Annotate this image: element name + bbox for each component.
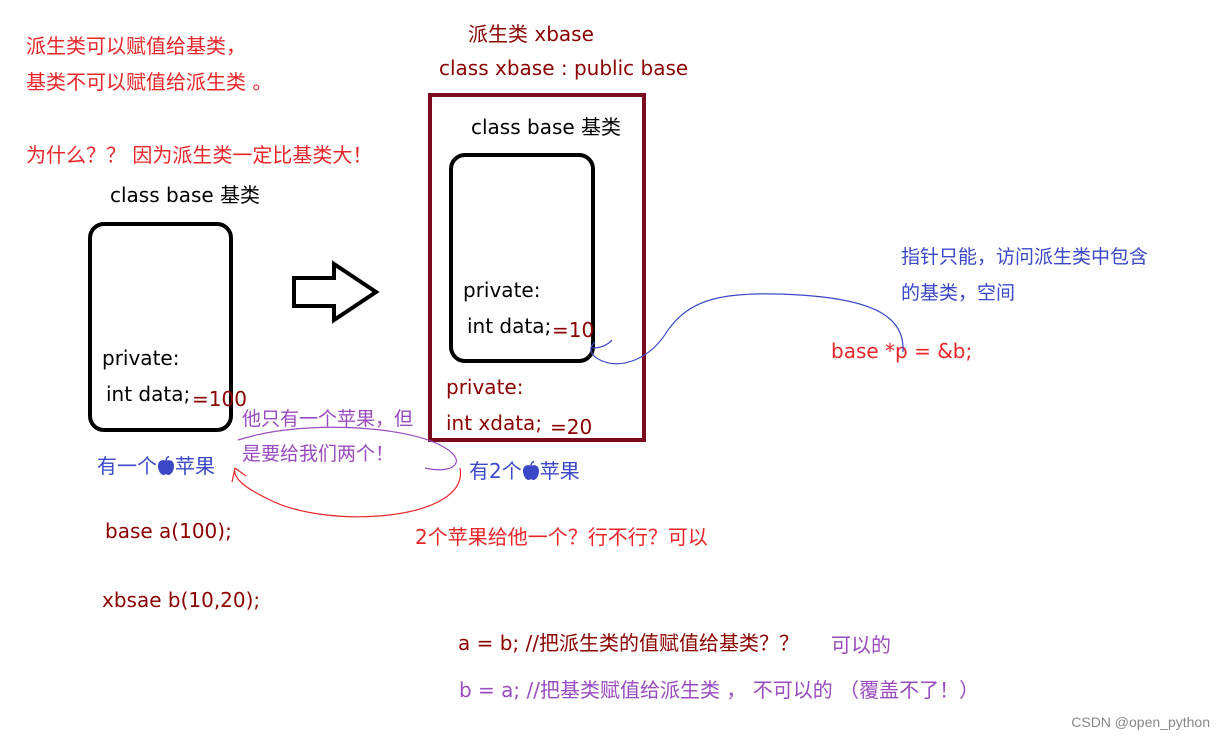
left-apple-caption: 有一个苹果 (97, 454, 215, 478)
dialog-question: 2个苹果给他一个？行不行？可以 (415, 525, 708, 549)
apple-icon (158, 455, 174, 475)
pointer-note-line-1: 指针只能，访问派生类中包含 (901, 246, 1149, 268)
dialog-arrow-curve (237, 426, 457, 471)
inner-value: =10 (552, 318, 595, 342)
right-subtitle: class xbase : public base (439, 56, 689, 80)
right-apple-caption: 有2个苹果 (469, 459, 580, 483)
inner-private-label: private: (463, 278, 541, 302)
outer-value: =20 (550, 415, 593, 439)
left-apple-caption-pre: 有一个 (97, 454, 157, 478)
outer-private-label: private: (446, 375, 524, 399)
note-line-1: 派生类可以赋值给基类， (26, 34, 246, 58)
outer-field: int xdata; (446, 411, 543, 435)
pointer-code: base *p = &b; (831, 339, 973, 363)
note-line-3: 为什么？？ 因为派生类一定比基类大！ (26, 143, 373, 167)
inner-base-box (449, 153, 595, 363)
inner-field: int data; (467, 314, 552, 338)
watermark: CSDN @open_python (1071, 714, 1210, 730)
left-field: int data; (106, 382, 191, 406)
pointer-note-line-2: 的基类，空间 (901, 282, 1016, 304)
inner-box-title: class base 基类 (471, 115, 622, 139)
code-assign-1-comment: 可以的 (831, 633, 891, 657)
code-assign-1: a = b; //把派生类的值赋值给基类？？ (458, 631, 799, 655)
code-decl-b: xbsae b(10,20); (102, 588, 261, 612)
right-title: 派生类 xbase (468, 22, 594, 46)
left-box-title: class base 基类 (110, 183, 261, 207)
pointer-curve (590, 293, 904, 365)
right-apple-caption-pre: 有2个 (469, 459, 522, 483)
base-class-box (88, 222, 233, 432)
apple-icon (522, 460, 539, 480)
code-assign-2: b = a; //把基类赋值给派生类 ， 不可以的 （覆盖不了！） (459, 678, 980, 702)
dialog-line-1: 他只有一个苹果，但 (242, 408, 414, 430)
left-private-label: private: (102, 346, 180, 370)
left-value: =100 (192, 387, 247, 411)
give-apple-curve (231, 467, 461, 518)
right-apple-caption-post: 苹果 (539, 459, 580, 483)
derived-class-box (428, 93, 646, 442)
right-arrow-icon (292, 260, 380, 324)
dialog-line-2: 是要给我们两个！ (242, 443, 395, 465)
left-apple-caption-post: 苹果 (175, 454, 215, 478)
code-decl-a: base a(100); (105, 519, 232, 543)
note-line-2: 基类不可以赋值给派生类 。 (26, 70, 273, 94)
